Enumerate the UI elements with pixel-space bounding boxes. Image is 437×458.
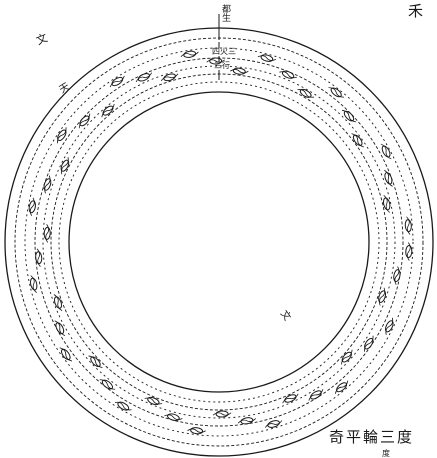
dashed-ring — [59, 82, 379, 402]
ring-glyph — [180, 50, 199, 59]
top-label-3: 三行 — [214, 62, 230, 70]
glyph-stroke — [78, 113, 92, 128]
ring-glyph — [281, 392, 300, 405]
glyph-stroke — [29, 198, 35, 216]
ring-glyph — [213, 411, 231, 417]
ring-glyph — [264, 419, 283, 430]
ring-glyph — [392, 266, 401, 285]
ring-glyph — [382, 194, 392, 213]
glyph-stroke — [328, 86, 344, 99]
ring-glyph — [405, 242, 412, 260]
glyph-stroke — [181, 52, 199, 57]
ring-glyph — [279, 68, 298, 80]
glyph-stroke — [164, 414, 182, 421]
ring-glyph — [76, 112, 93, 129]
ring-glyph — [405, 216, 413, 234]
top-label-2: 四火三 — [212, 48, 236, 56]
ring-glyph — [98, 377, 116, 393]
glyph-stroke — [238, 418, 256, 423]
ring-glyph — [257, 53, 276, 63]
glyph-stroke — [258, 55, 276, 62]
ring-glyph — [382, 169, 394, 188]
ring-glyph — [333, 379, 351, 395]
ring-glyph — [383, 317, 396, 336]
dashed-ring — [51, 74, 387, 410]
glyph-stroke — [342, 109, 356, 124]
ring-glyph — [341, 108, 358, 125]
ring-glyph-group — [28, 50, 413, 435]
glyph-stroke — [109, 76, 126, 88]
bottom-caption: 奇平輪三度 — [329, 430, 414, 445]
glyph-stroke — [56, 127, 68, 143]
ring-glyph — [187, 427, 206, 435]
ring-glyph — [114, 399, 133, 413]
dashed-ring — [43, 66, 395, 418]
glyph-stroke — [406, 217, 410, 235]
glyph-stroke — [59, 346, 72, 362]
ring-glyph — [28, 197, 37, 216]
glyph-stroke — [363, 336, 375, 352]
dashed-ring — [25, 48, 413, 436]
ring-glyph — [307, 388, 325, 403]
top-label-1: 都生 — [220, 4, 229, 22]
bottom-caption-2: 度 — [382, 450, 390, 458]
glyph-stroke — [37, 249, 41, 267]
ring-glyph — [42, 175, 53, 194]
ring-glyph — [361, 335, 376, 353]
corner-mark: 禾 — [408, 4, 423, 19]
ring-glyph — [29, 275, 39, 294]
ring-glyph — [379, 142, 393, 161]
glyph-stroke — [297, 88, 314, 99]
ring-glyph — [108, 74, 126, 89]
ring-glyph — [238, 416, 257, 425]
ring-glyph — [327, 84, 345, 100]
dashed-ring — [15, 38, 423, 446]
ring-glyph — [44, 224, 51, 242]
inner-ring — [69, 92, 369, 392]
